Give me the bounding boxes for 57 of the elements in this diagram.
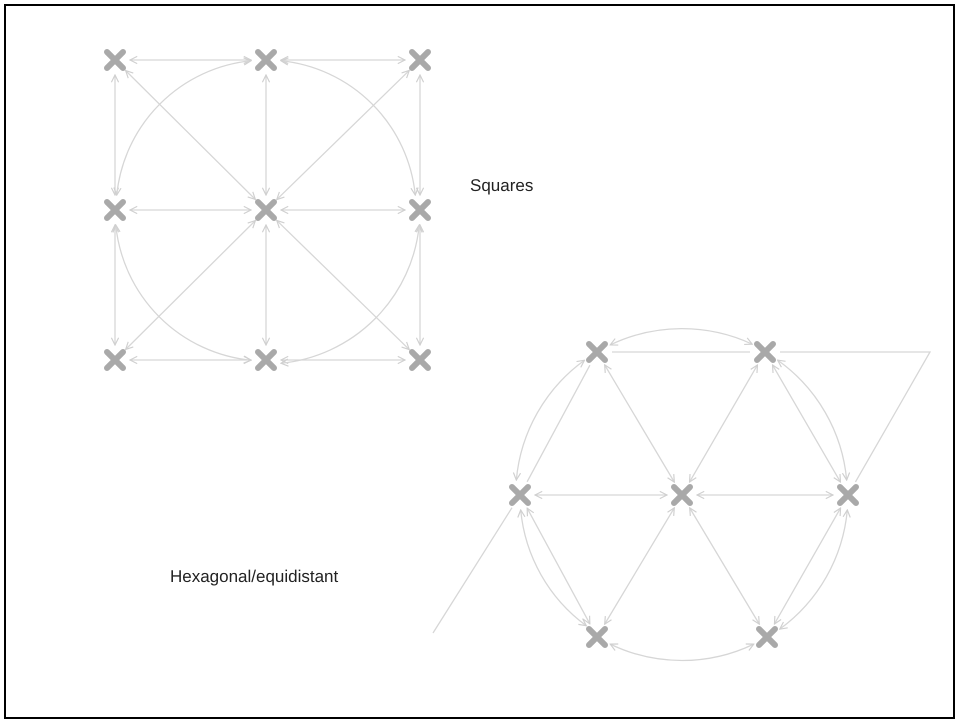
arrow	[688, 364, 758, 483]
arrow	[416, 74, 424, 196]
connector-line	[780, 351, 932, 482]
cross-marker	[507, 482, 533, 508]
arrow	[276, 220, 410, 350]
arrow	[129, 356, 252, 364]
arrow	[689, 507, 760, 625]
curved-arrow	[280, 58, 418, 196]
arrow	[129, 56, 252, 64]
arrow	[129, 206, 252, 214]
arrow	[526, 508, 590, 624]
curved-arrow	[779, 509, 850, 630]
cross-marker	[102, 347, 128, 373]
connector-line	[612, 351, 750, 353]
curved-arrow	[513, 360, 586, 481]
grid-label: Squares	[470, 176, 534, 196]
cross-marker	[835, 482, 861, 508]
arrow	[110, 224, 120, 346]
cross-marker	[752, 339, 778, 365]
arrow	[280, 206, 406, 214]
arrow	[772, 364, 842, 483]
arrow	[604, 507, 675, 625]
cross-marker	[407, 347, 433, 373]
arrow	[416, 224, 424, 346]
cross-marker	[407, 47, 433, 73]
cross-marker	[253, 347, 279, 373]
arrow	[262, 224, 270, 346]
arrow	[125, 220, 256, 350]
arrow	[262, 74, 270, 196]
curved-arrow	[610, 328, 753, 346]
arrow	[280, 356, 406, 364]
curved-arrow	[518, 509, 587, 626]
grid-label: Hexagonal/equidistant	[170, 567, 338, 587]
cross-marker	[584, 624, 610, 650]
cross-marker	[253, 197, 279, 223]
curved-arrow	[114, 58, 252, 196]
connector-line	[526, 364, 590, 482]
cross-marker	[669, 482, 695, 508]
cross-marker	[584, 339, 610, 365]
arrow	[534, 490, 668, 500]
arrow	[604, 364, 675, 483]
cross-marker	[102, 197, 128, 223]
cross-marker	[754, 624, 780, 650]
connector-line	[432, 507, 513, 634]
curved-arrow	[777, 360, 850, 481]
arrow	[280, 56, 406, 64]
arrow	[110, 74, 120, 196]
arrow	[774, 507, 842, 625]
curved-arrow	[112, 224, 252, 364]
arrow	[696, 490, 834, 500]
cross-marker	[102, 47, 128, 73]
cross-marker	[407, 197, 433, 223]
arrow	[276, 70, 410, 200]
arrow	[125, 70, 256, 200]
curved-arrow	[280, 224, 422, 366]
curved-arrow	[610, 642, 754, 661]
cross-marker	[253, 47, 279, 73]
